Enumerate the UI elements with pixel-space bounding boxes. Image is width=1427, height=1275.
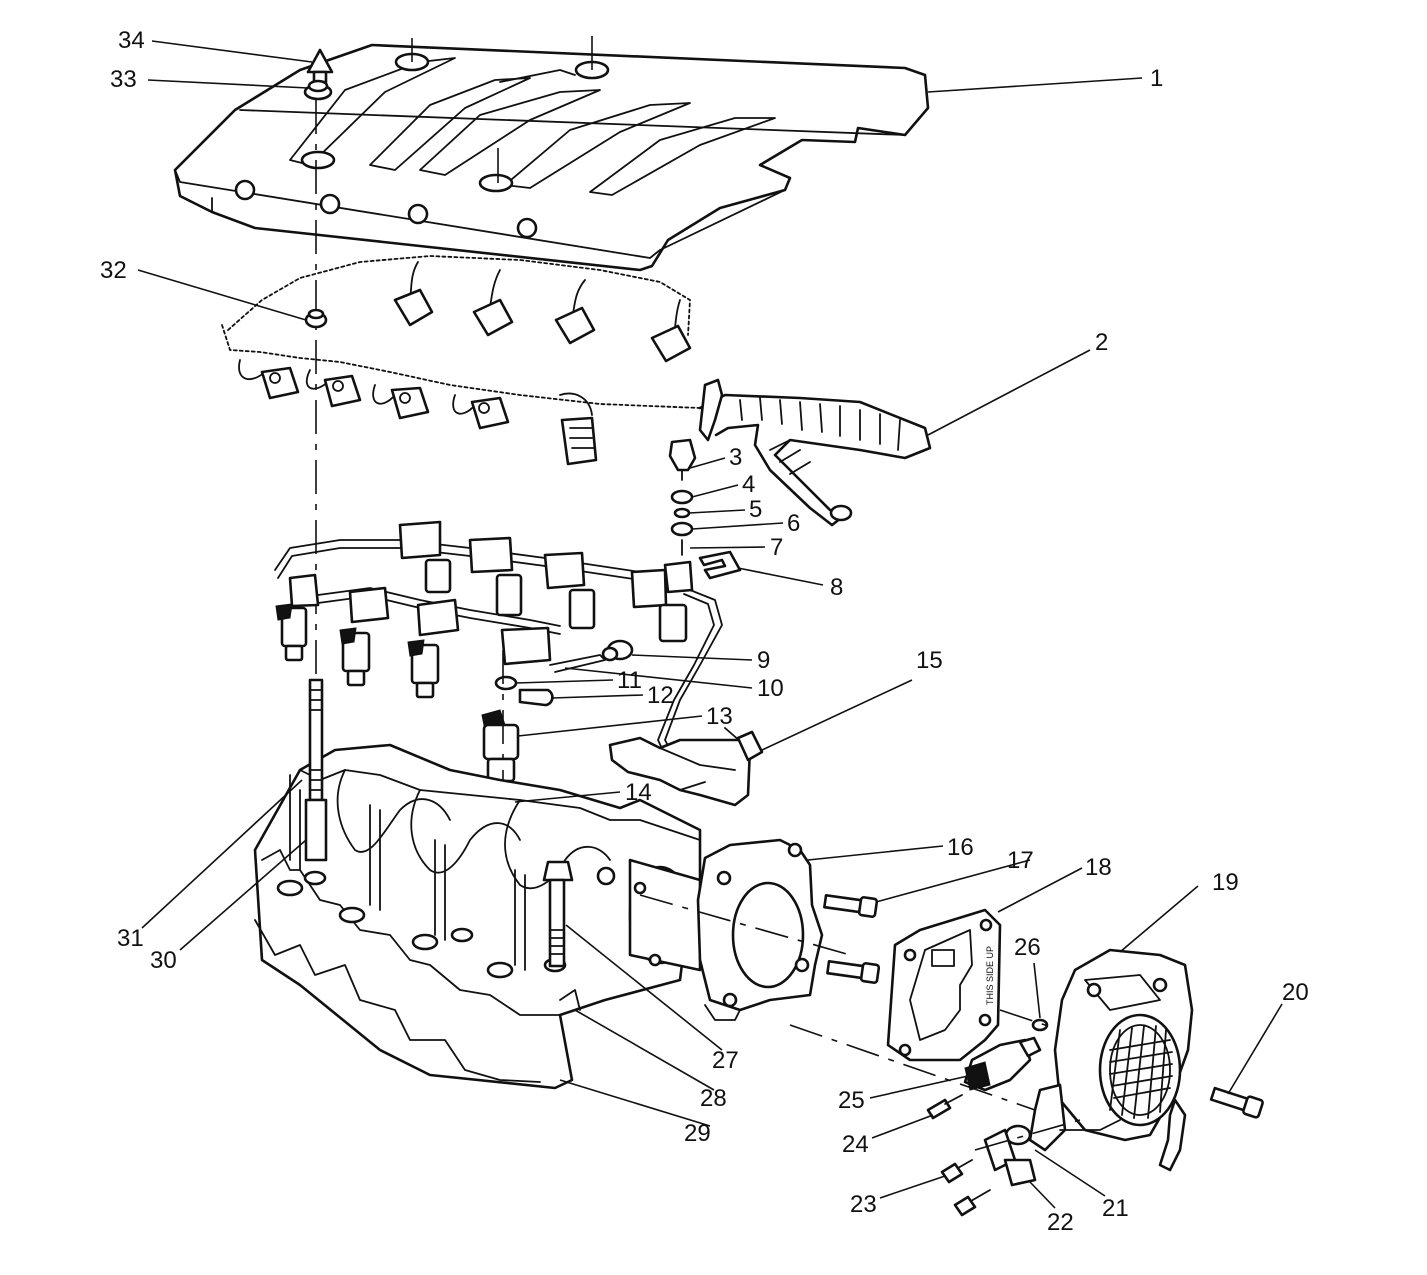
o-ring-4 <box>670 489 694 505</box>
callout-12: 12 <box>647 682 674 709</box>
schrader-valve-cap <box>601 639 634 662</box>
callout-30: 30 <box>150 947 177 974</box>
callout-1: 1 <box>1150 65 1163 92</box>
o-ring-6 <box>670 521 694 537</box>
callout-26: 26 <box>1014 934 1041 961</box>
injector <box>424 558 452 594</box>
callout-11: 11 <box>617 667 642 694</box>
callout-34: 34 <box>118 27 145 54</box>
wiring-harness <box>221 255 932 527</box>
throttle-body-adapter <box>696 838 824 1021</box>
callout-32: 32 <box>100 257 127 284</box>
callout-8: 8 <box>830 574 843 601</box>
callout-4: 4 <box>742 471 755 498</box>
screw-24 <box>926 1094 963 1120</box>
callout-labels: 34 33 1 32 2 3 4 5 6 7 8 9 10 11 12 13 1… <box>100 27 1309 1236</box>
callout-5: 5 <box>749 496 762 523</box>
callout-2: 2 <box>1095 329 1108 356</box>
callout-3: 3 <box>729 444 742 471</box>
leader-lines <box>137 40 1283 1209</box>
callout-15: 15 <box>916 647 943 674</box>
sensor-screw <box>953 1189 991 1217</box>
callout-31: 31 <box>117 925 144 952</box>
callout-23: 23 <box>850 1191 877 1218</box>
idle-air-control-valve <box>963 1036 1042 1092</box>
grommet-32 <box>304 308 328 329</box>
callout-24: 24 <box>842 1131 869 1158</box>
callout-7: 7 <box>770 534 783 561</box>
injector <box>407 639 440 699</box>
callout-29: 29 <box>684 1120 711 1147</box>
throttle-body-bolt <box>1209 1086 1264 1119</box>
washer-5 <box>673 507 691 519</box>
callout-13: 13 <box>706 703 733 730</box>
callout-14: 14 <box>625 779 652 806</box>
callout-22: 22 <box>1047 1209 1074 1236</box>
manifold-bolt <box>542 860 574 968</box>
o-ring-11 <box>494 675 518 691</box>
adapter-bolt <box>826 959 881 984</box>
callout-10: 10 <box>757 675 784 702</box>
fuel-injector-13 <box>481 709 520 783</box>
throttle-body <box>1028 948 1194 1172</box>
callout-19: 19 <box>1212 869 1239 896</box>
injector <box>275 603 308 662</box>
injector <box>495 573 523 617</box>
callout-16: 16 <box>947 834 974 861</box>
fuel-line-assembly <box>608 727 764 807</box>
callout-33: 33 <box>110 66 137 93</box>
callout-28: 28 <box>700 1085 727 1112</box>
callout-17: 17 <box>1007 847 1034 874</box>
sensor-screw <box>940 1159 973 1184</box>
engine-cover <box>173 36 930 272</box>
retainer-clip <box>698 550 742 580</box>
fuel-rail <box>274 520 723 771</box>
injector-clip <box>518 688 554 707</box>
gasket-marking: THIS SIDE UP <box>985 946 995 1005</box>
intake-manifold <box>253 743 702 1090</box>
callout-18: 18 <box>1085 854 1112 881</box>
tps-sensor <box>983 1124 1037 1187</box>
callout-6: 6 <box>787 510 800 537</box>
manifold-stud <box>304 678 328 862</box>
adapter-bolt <box>823 893 879 918</box>
callout-27: 27 <box>712 1047 739 1074</box>
callout-9: 9 <box>757 647 770 674</box>
fuel-pressure-sensor <box>668 438 697 481</box>
callout-20: 20 <box>1282 979 1309 1006</box>
injector <box>568 588 596 630</box>
callout-25: 25 <box>838 1087 865 1114</box>
callout-21: 21 <box>1102 1195 1129 1222</box>
throttle-body-gasket: THIS SIDE UP <box>886 908 1002 1062</box>
injector <box>658 603 688 643</box>
injector <box>339 627 371 687</box>
grommet <box>303 79 333 101</box>
fuel-injectors <box>275 558 688 699</box>
